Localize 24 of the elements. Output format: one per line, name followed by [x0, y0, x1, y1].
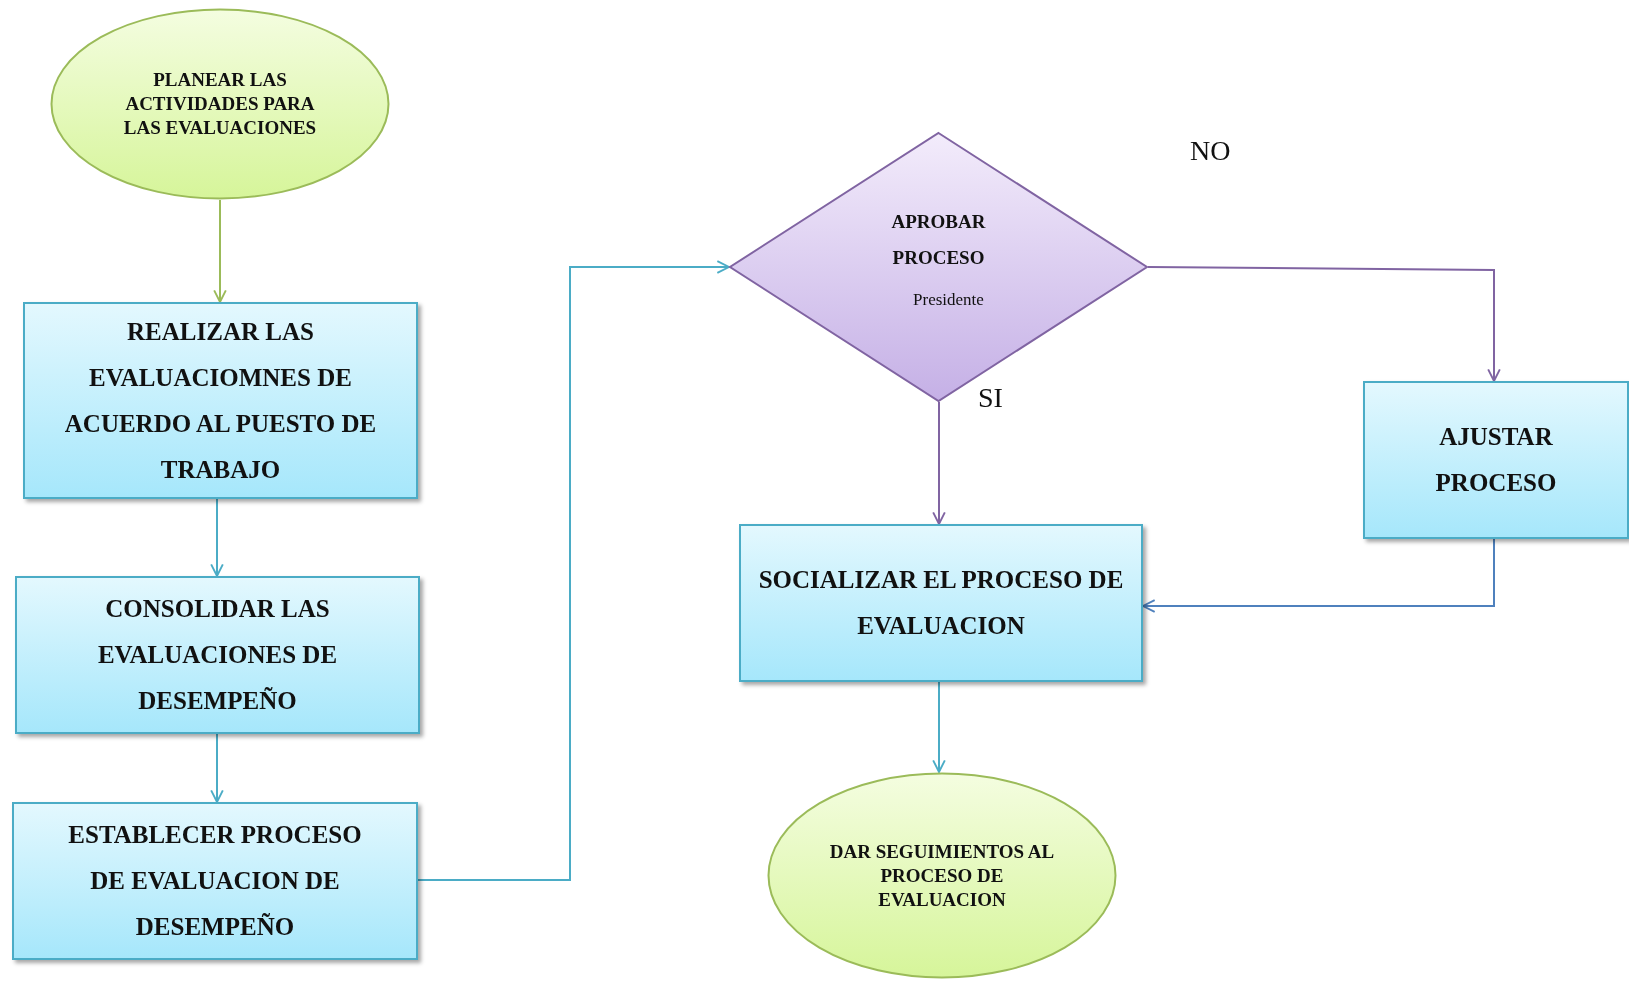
node-text: AJUSTAR PROCESO [1434, 422, 1558, 498]
arrow [932, 401, 946, 525]
node-text: CONSOLIDAR LAS EVALUACIONES DE DESEMPEÑO [96, 594, 339, 716]
arrow [213, 199, 227, 303]
terminal-ellipse [50, 8, 390, 200]
process-box [1363, 381, 1629, 539]
node-text: SOCIALIZAR EL PROCESO DE EVALUACION [757, 565, 1125, 641]
process-box [23, 302, 418, 499]
terminal-ellipse [767, 772, 1117, 979]
arrow [932, 681, 946, 773]
arrow [210, 733, 224, 803]
arrow [210, 498, 224, 577]
node-text: ESTABLECER PROCESO DE EVALUACION DE DESEMPEÑO [67, 820, 363, 942]
node-text: REALIZAR LAS EVALUACIOMNES DE ACUERDO AL PUESTO DE TRABAJO [63, 316, 378, 485]
node-text: APROBAR PROCESO [890, 210, 987, 270]
role-label: Presidente [913, 290, 984, 310]
arrow [1147, 266, 1501, 382]
node-text: DAR SEGUIMIENTOS AL PROCESO DE EVALUACION [828, 839, 1056, 912]
node-text: PLANEAR LAS ACTIVIDADES PARA LAS EVALUACIONES [122, 68, 318, 140]
process-box [15, 576, 420, 734]
arrow [417, 260, 730, 881]
process-box [12, 802, 418, 960]
process-box [739, 524, 1143, 682]
arrow [1142, 538, 1495, 613]
